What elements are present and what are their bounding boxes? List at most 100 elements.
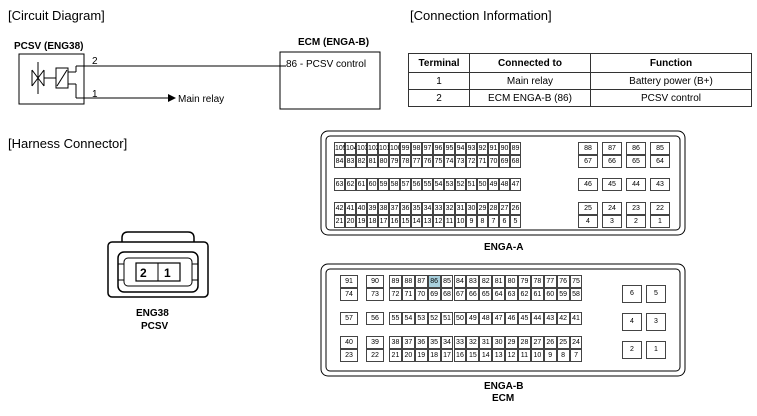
connector-pin: 98: [411, 142, 422, 155]
connector-pin: 6: [499, 215, 510, 228]
ecm-title: ECM (ENGA-B): [298, 37, 370, 48]
connector-pin: 25: [556, 336, 570, 349]
connector-pin: 51: [466, 178, 477, 191]
connector-pin: 30: [492, 336, 506, 349]
connector-pin: 65: [479, 288, 493, 301]
connector-pin: 88: [401, 275, 415, 288]
connector-pin: 82: [356, 155, 367, 168]
connector-pin: 70: [488, 155, 499, 168]
connector-pin: 104: [345, 142, 358, 155]
table-header: Terminal: [408, 53, 470, 73]
connector-pin: 13: [492, 349, 506, 362]
connector-pin: 58: [569, 288, 583, 301]
connector-pin: 80: [505, 275, 518, 288]
ecm-label: ECM: [492, 393, 515, 404]
table-row: 2 ECM ENGA-B (86) PCSV control: [408, 89, 752, 107]
connector-pin: 20: [345, 215, 356, 228]
arrow-right-icon: [168, 94, 176, 102]
connector-pin: 57: [400, 178, 411, 191]
connector-pin: 41: [345, 202, 356, 215]
connector-pin: 60: [367, 178, 378, 191]
connector-pin: 78: [400, 155, 411, 168]
connector-pin: 87: [602, 142, 622, 155]
connector-pin: 28: [518, 336, 531, 349]
connector-pin: 46: [505, 312, 518, 325]
connector-pin: 43: [650, 178, 670, 191]
connector-pin: 77: [543, 275, 557, 288]
connector-pin: 68: [510, 155, 521, 168]
connector-pin: 28: [488, 202, 499, 215]
connector-pin: 31: [479, 336, 493, 349]
connector-pin: 97: [422, 142, 433, 155]
connector-pin: 64: [650, 155, 670, 168]
connector-pin: 5: [646, 285, 666, 303]
table-header: Function: [590, 53, 752, 73]
connector-pin: 85: [440, 275, 454, 288]
connector-pin: 34: [422, 202, 433, 215]
table-cell: 2: [408, 89, 470, 107]
enga-b-label: ENGA-B: [484, 381, 524, 392]
connector-pin: 32: [466, 336, 480, 349]
connector-pin: 45: [518, 312, 531, 325]
connector-pin: 84: [453, 275, 467, 288]
connector-pin: 90: [499, 142, 510, 155]
connection-table: Terminal Connected to Function 1 Main re…: [408, 53, 752, 107]
connector-pin: 56: [411, 178, 422, 191]
enga-a-outline: [320, 130, 686, 236]
connector-pin: 39: [366, 336, 384, 349]
table-cell: PCSV control: [590, 89, 752, 107]
connector-pin: 56: [366, 312, 384, 325]
connector-pin: 54: [401, 312, 415, 325]
connector-pin: 32: [444, 202, 455, 215]
connector-pin: 43: [543, 312, 557, 325]
connector-pin: 33: [433, 202, 444, 215]
connector-pin: 23: [340, 349, 358, 362]
wire-1-label: 1: [92, 89, 98, 100]
connector-pin: 16: [389, 215, 400, 228]
connector-pin: 24: [602, 202, 622, 215]
eng38-label: ENG38: [136, 308, 169, 319]
connector-pin: 55: [422, 178, 433, 191]
connector-pin: 83: [466, 275, 480, 288]
connector-pin: 8: [556, 349, 570, 362]
connector-pin: 39: [367, 202, 378, 215]
connector-pin: 53: [444, 178, 455, 191]
connector-pin: 40: [340, 336, 358, 349]
connector-pin: 19: [414, 349, 428, 362]
connector-pin: 49: [466, 312, 480, 325]
connector-pin: 47: [510, 178, 521, 191]
connector-pin: 27: [499, 202, 510, 215]
connector-pin: 1: [650, 215, 670, 228]
connector-pin: 86: [626, 142, 646, 155]
connector-pin: 3: [602, 215, 622, 228]
connector-pin: 73: [455, 155, 466, 168]
connector-pin: 66: [466, 288, 480, 301]
connector-pin: 45: [602, 178, 622, 191]
connector-pin: 80: [378, 155, 389, 168]
connector-pin: 52: [427, 312, 441, 325]
connector-pin: 90: [366, 275, 384, 288]
solenoid-valve-icon: [31, 62, 84, 99]
table-header: Connected to: [469, 53, 591, 73]
connector-pin: 59: [378, 178, 389, 191]
connector-pin: 55: [389, 312, 402, 325]
connector-pin: 21: [389, 349, 402, 362]
connector-pin: 29: [505, 336, 518, 349]
connector-pin: 73: [366, 288, 384, 301]
connector-pin: 52: [455, 178, 466, 191]
connector-pin: 18: [427, 349, 441, 362]
connector-pin: 72: [466, 155, 477, 168]
connector-pin: 53: [414, 312, 428, 325]
connector-pin: 94: [455, 142, 466, 155]
connector-pin: 6: [622, 285, 642, 303]
ecm-box: [279, 51, 381, 110]
connector-pin: 99: [400, 142, 411, 155]
connector-pin: 34: [440, 336, 454, 349]
connector-pin: 25: [578, 202, 598, 215]
connector-pin: 41: [569, 312, 583, 325]
connector-pin: 36: [400, 202, 411, 215]
connector-pin: 22: [650, 202, 670, 215]
connector-pin: 91: [340, 275, 358, 288]
connector-pin: 92: [477, 142, 488, 155]
